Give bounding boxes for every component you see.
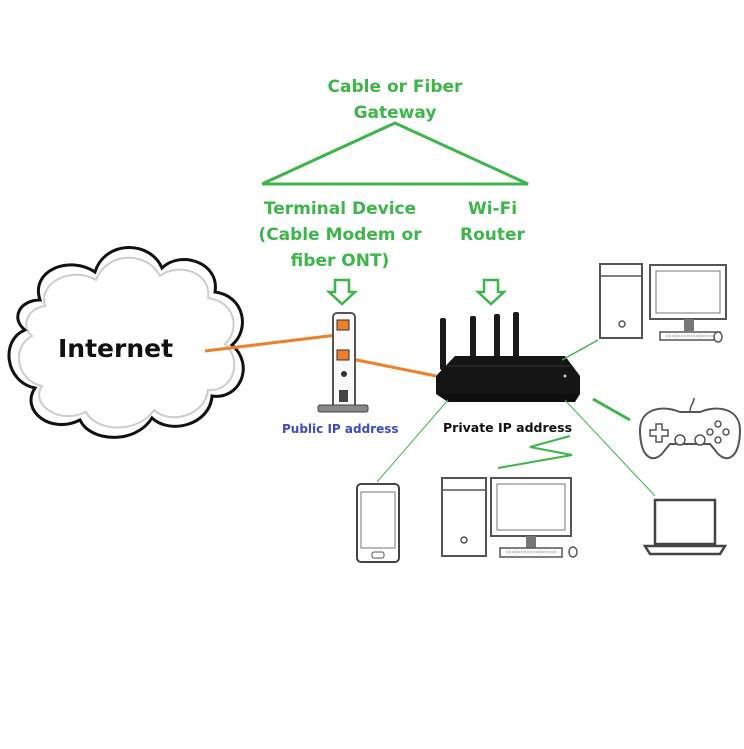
down-arrow-icon: [474, 278, 508, 306]
modem-icon: [317, 312, 369, 413]
terminal-device-label-line3: fiber ONT): [290, 251, 390, 271]
router-to-desktop-link: [497, 435, 573, 469]
terminal-device-label-line1: Terminal Device: [263, 199, 417, 219]
public-ip-label: Public IP address: [282, 422, 399, 436]
wifi-router-label-line2: Router: [460, 225, 525, 245]
gateway-label-line1: Cable or Fiber: [327, 77, 463, 97]
desktop-computer-icon: [599, 263, 727, 343]
router-icon: [436, 312, 580, 402]
wifi-router-label-line1: Wi-Fi: [467, 199, 518, 219]
cloud-icon: [7, 246, 245, 439]
internet-label: Internet: [58, 334, 174, 363]
terminal-device-label-line2: (Cable Modem or: [258, 225, 422, 245]
private-ip-label: Private IP address: [443, 420, 573, 435]
terminal-device-label: Terminal Device (Cable Modem or fiber ON…: [250, 196, 430, 274]
router-to-phone-link: [376, 399, 449, 483]
router-to-controller-link: [592, 397, 631, 422]
router-to-laptop-link: [564, 399, 656, 497]
game-controller-icon: [638, 397, 742, 460]
laptop-icon: [642, 498, 728, 556]
modem-to-router-cable: [341, 355, 437, 378]
gateway-label: Cable or Fiber Gateway: [300, 74, 490, 126]
smartphone-icon: [356, 483, 400, 563]
gateway-bracket: [261, 121, 529, 186]
router-to-desktop-top-link: [561, 339, 599, 361]
internet-to-modem-cable: [204, 333, 338, 353]
gateway-label-line2: Gateway: [353, 103, 437, 123]
desktop-computer-icon: [441, 477, 578, 558]
wifi-router-label: Wi-Fi Router: [445, 196, 540, 248]
down-arrow-icon: [325, 278, 359, 306]
